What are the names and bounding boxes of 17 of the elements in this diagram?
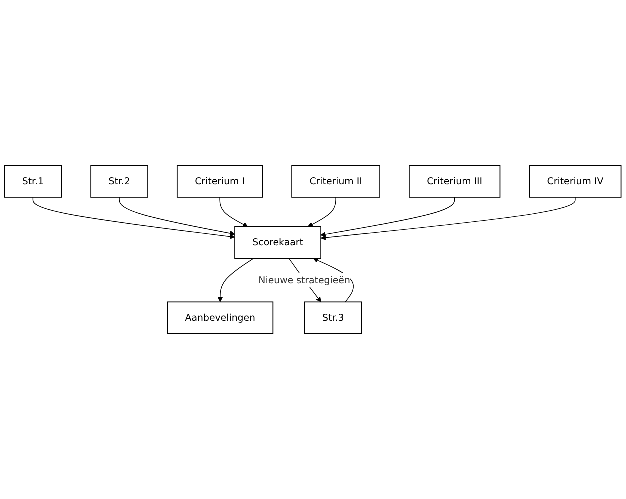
node-box: Criterium II: [292, 164, 380, 198]
node-box: Criterium I: [176, 164, 264, 198]
edge-label: Nieuwe strategieën: [258, 274, 350, 286]
arrow: [119, 196, 236, 236]
node-box: Aanbevelingen: [167, 301, 274, 334]
node-box: Criterium III: [409, 164, 501, 198]
node-box: Str.3: [304, 301, 362, 334]
arrow: [218, 258, 254, 302]
node-box: Str.2: [90, 164, 148, 198]
node-box: Str.1: [4, 164, 62, 198]
arrow: [32, 196, 236, 240]
arrow: [308, 196, 336, 227]
arrow: [320, 196, 576, 240]
arrow: [320, 196, 456, 237]
arrow: [220, 196, 248, 227]
node-box: Criterium IV: [529, 164, 622, 198]
node-box: Scorekaart: [234, 226, 322, 259]
